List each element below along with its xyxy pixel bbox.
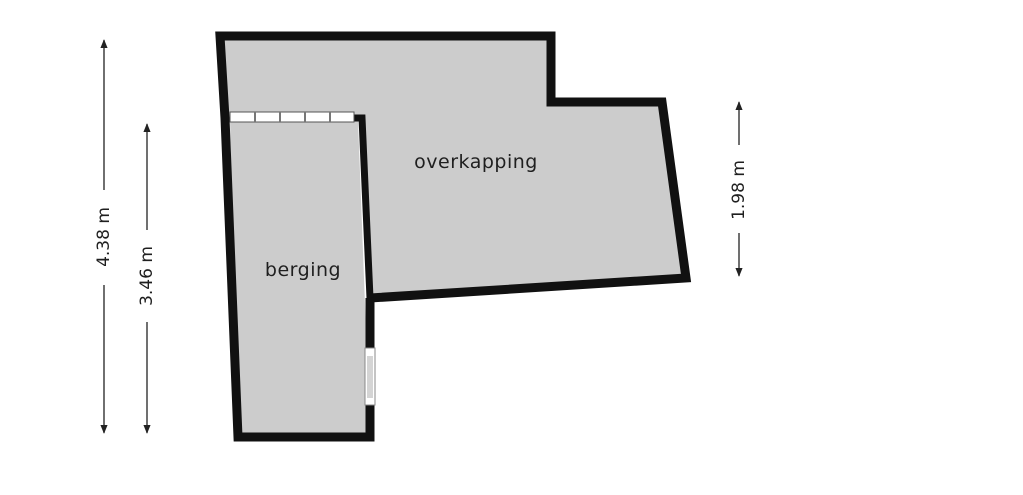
dimension-label-inner: 3.46 m [137,246,157,306]
dimension-label-outer: 4.38 m [94,207,114,267]
room-label-berging: berging [265,259,341,281]
door-right-panel [367,356,373,398]
window-top [229,111,355,123]
overkapping-floor [220,36,686,298]
room-label-overkapping: overkapping [414,151,538,173]
window-top-mullions [254,112,331,122]
dimension-label-right: 1.98 m [729,160,749,220]
interior-wall [354,114,374,299]
berging-floor [230,120,370,437]
exterior-wall [215,31,692,442]
